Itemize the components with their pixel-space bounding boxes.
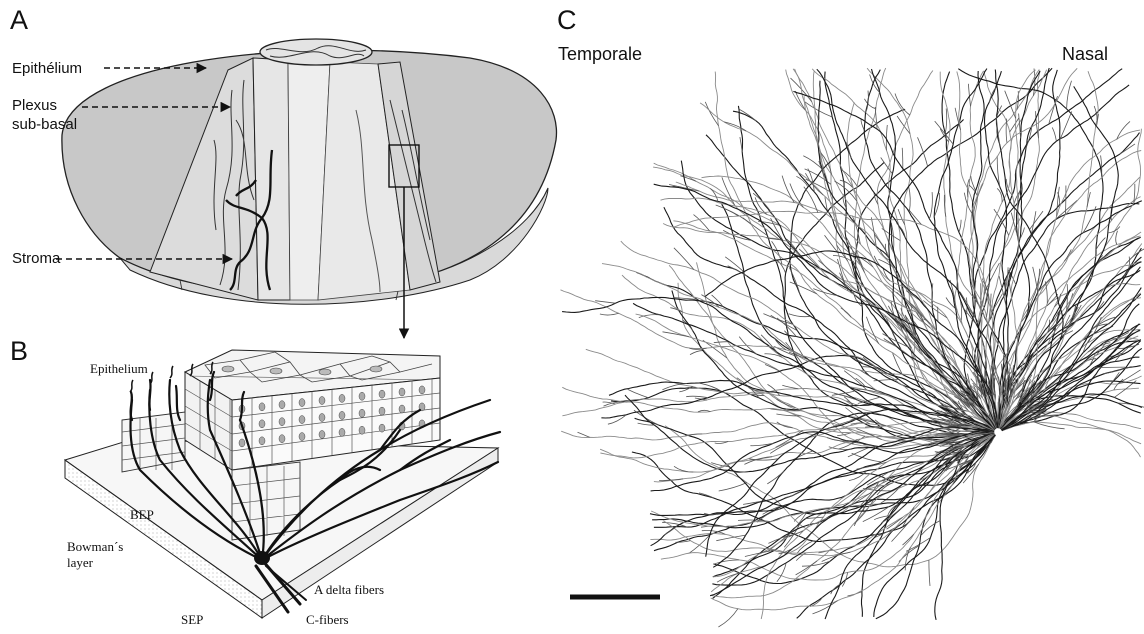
nerve-branch	[959, 220, 961, 233]
nerve-branch	[796, 561, 817, 575]
nerve-branch	[945, 109, 946, 134]
nerve-branch	[909, 186, 911, 212]
label-temporal: Temporale	[558, 44, 642, 64]
nerve-fiber	[713, 434, 995, 577]
subbasal-nerve-map	[561, 68, 1144, 627]
nerve-branch	[1094, 106, 1097, 120]
nerve-fiber	[864, 70, 996, 429]
nerve-branch	[740, 137, 742, 152]
nerve-branch	[782, 385, 798, 389]
nerve-branch	[1067, 81, 1072, 109]
nerve-fiber	[874, 435, 995, 617]
nerve-branch	[694, 215, 710, 231]
nerve-branch	[789, 352, 816, 363]
nerve-branch	[718, 609, 738, 627]
label-epithelium-a: Epithélium	[12, 60, 82, 77]
nerve-branch	[659, 479, 683, 481]
nerve-branch	[875, 107, 877, 129]
nerve-branch	[639, 315, 660, 318]
label-bowman-layer: layer	[67, 555, 94, 570]
nerve-branch	[895, 94, 910, 116]
nerve-branch	[771, 315, 798, 330]
nerve-branch	[819, 260, 837, 276]
nerve-branch	[679, 387, 692, 392]
nerve-branch	[886, 125, 887, 150]
nerve-branch	[848, 592, 862, 596]
nerve-branch	[749, 459, 778, 460]
nerve-branch	[743, 500, 771, 505]
nerve-branch	[903, 534, 914, 545]
nerve-branch	[1038, 277, 1052, 292]
nerve-branch	[765, 365, 779, 372]
nerve-branch	[1010, 118, 1019, 132]
nerve-branch	[761, 335, 777, 353]
nerve-branch	[1005, 91, 1016, 119]
nerve-branch	[1120, 144, 1135, 154]
label-c-fibers: C-fibers	[306, 612, 349, 627]
label-bowman: Bowman´s	[67, 539, 123, 554]
label-epithelium-b: Epithelium	[90, 361, 148, 376]
nerve-branch	[1030, 211, 1044, 229]
nerve-branch	[674, 466, 693, 472]
nerve-branch	[714, 342, 728, 343]
nerve-branch	[902, 507, 914, 527]
nerve-fiber	[876, 435, 995, 619]
nerve-branch	[595, 301, 615, 304]
nerve-branch	[719, 483, 747, 491]
panel-b-letter: B	[10, 336, 28, 366]
nerve-branch	[918, 137, 928, 166]
label-sep: SEP	[181, 612, 203, 627]
label-nasal: Nasal	[1062, 44, 1108, 64]
nerve-branch	[686, 396, 708, 398]
nerve-fiber	[957, 72, 1003, 429]
panel-c: C Temporale Nasal	[557, 5, 1144, 627]
label-plexus: Plexus	[12, 97, 57, 114]
nerve-branch	[833, 255, 852, 261]
nerve-branch	[628, 389, 649, 397]
panel-a: A Epithéliu	[10, 5, 556, 338]
nerve-branch	[856, 429, 881, 440]
nerve-branch	[690, 351, 704, 355]
nerve-branch	[739, 109, 756, 121]
nerve-branch	[790, 282, 817, 294]
nerve-branch	[745, 550, 776, 557]
nerve-branch	[578, 432, 590, 437]
panel-a-letter: A	[10, 5, 28, 35]
nerve-branch	[929, 560, 930, 586]
nerve-fiber	[600, 423, 994, 472]
panel-c-letter: C	[557, 5, 577, 35]
nerve-branch	[929, 192, 932, 219]
nerve-branch	[685, 434, 702, 436]
nerve-branch	[600, 313, 619, 315]
nerve-branch	[1052, 127, 1056, 141]
nerve-branch	[864, 99, 875, 109]
nerve-branch	[887, 517, 903, 529]
cornea-dome	[62, 39, 557, 304]
label-bep: BEP	[130, 507, 154, 522]
nerve-fiber	[1002, 422, 1141, 457]
label-stroma: Stroma	[12, 250, 61, 267]
label-sub-basal: sub-basal	[12, 116, 77, 133]
nerve-branch	[790, 184, 804, 208]
panel-b: B	[10, 336, 500, 627]
nerve-fiber	[663, 224, 996, 429]
nerve-branch	[1019, 114, 1021, 139]
nerve-branch	[898, 209, 905, 225]
nerve-branch	[713, 560, 739, 564]
label-a-delta: A delta fibers	[314, 582, 384, 597]
nerve-branch	[1117, 121, 1130, 139]
nerve-branch	[1116, 231, 1118, 245]
